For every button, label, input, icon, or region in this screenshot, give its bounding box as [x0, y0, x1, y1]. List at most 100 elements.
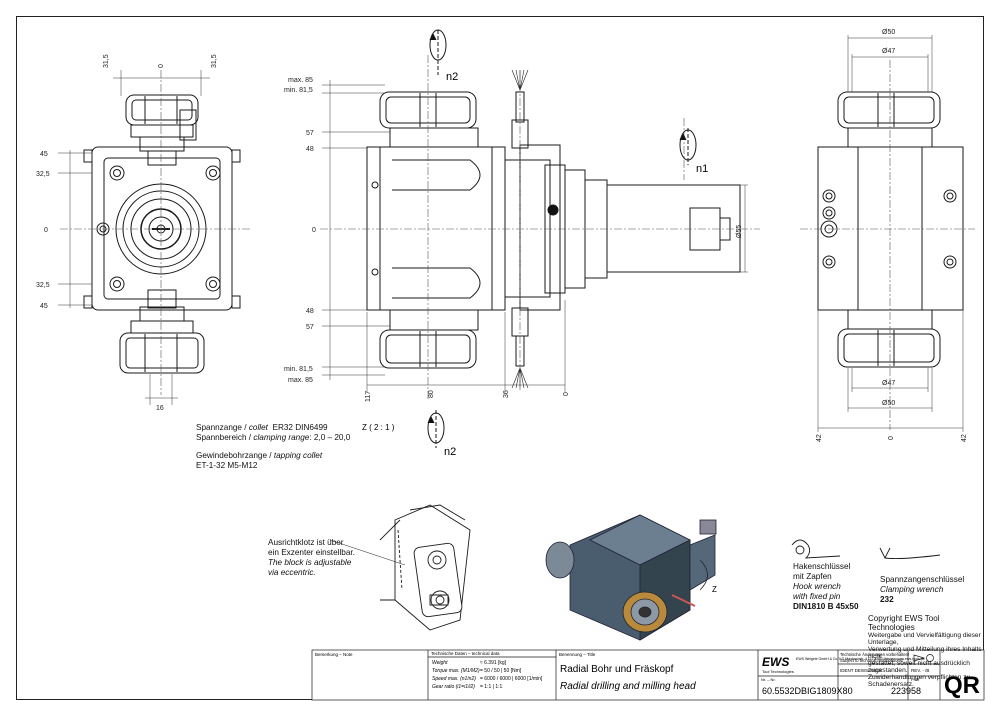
copyright-title: Copyright EWS Tool Technologies: [868, 614, 940, 632]
dim-front-left-2: 32,5: [36, 171, 50, 178]
dim-side-bottom-1: 117: [365, 391, 372, 402]
copyright-line-2: Verwertung und Mitteilung ihres Inhalts …: [868, 646, 982, 660]
dim-side-3: 57: [306, 130, 314, 137]
front-view: [83, 94, 241, 374]
dim-side-right: Ø55: [736, 225, 743, 238]
dim-side-2: min. 81,5: [284, 87, 313, 94]
dim-front-top-mid: 0: [158, 64, 165, 68]
range-value: : 2,0 – 20,0: [309, 433, 351, 442]
tb-tech-label: Technische Daten – technical data: [431, 651, 500, 656]
tb-speed: Speed max. (n1/n2): [432, 676, 476, 682]
dim-right-top-1: Ø50: [882, 29, 895, 36]
collet-label-en: collet: [248, 423, 268, 432]
tap-label-en: tapping collet: [273, 451, 323, 460]
tb-change-1: Technische Änderungen vorbehalten!: [840, 652, 909, 657]
tap-spec: ET-1-32 M5-M12: [196, 461, 258, 470]
tb-desc-label: Benennung – Title: [559, 652, 596, 657]
dim-side-5: 0: [312, 227, 316, 234]
tb-title-en: Radial drilling and milling head: [560, 681, 696, 692]
dim-side-bottom-4: 0: [563, 392, 570, 396]
range-label-en: clamping range: [253, 433, 310, 442]
rotation-arrow-n2-top: [429, 29, 447, 75]
dim-right-bot-2: Ø50: [882, 400, 895, 407]
dim-front-bottom: 16: [156, 405, 164, 412]
align-line-4: via eccentric.: [268, 568, 316, 577]
tb-torque: Torque max. (M1/M2): [432, 668, 480, 674]
side-view: [366, 69, 741, 389]
hook-line-2: mit Zapfen: [793, 572, 832, 581]
hook-line-1: Hakenschlüssel: [793, 562, 851, 571]
hook-wrench-icon: [791, 539, 841, 559]
copyright-note: Copyright EWS Tool Technologies Weiterga…: [868, 614, 982, 688]
tb-torque-val: = 50 / 50 | 50 [Nm]: [480, 668, 522, 674]
dim-front-top-left: 31,5: [103, 54, 110, 68]
dim-right-bot-1: Ø47: [882, 380, 895, 387]
hook-line-4: with fixed pin: [793, 592, 841, 601]
align-line-2: ein Exzenter einstellbar.: [268, 548, 355, 557]
tb-part-no: 60.5532DBIG1809X80: [762, 686, 853, 696]
tb-title-de: Radial Bohr und Fräskopf: [560, 664, 674, 675]
rotation-arrow-n2-bottom: [427, 410, 445, 448]
hook-line-3: Hook wrench: [793, 582, 841, 591]
tb-nr-label: Nr. – Nr.: [761, 677, 776, 682]
tb-pnr-label: PNR: [911, 677, 920, 682]
copyright-line-4: Zuwiderhandlungen verpflichten zu Schade…: [868, 674, 971, 688]
dim-side-7: 57: [306, 324, 314, 331]
isometric-render: [545, 514, 717, 641]
tb-pnr: 223958: [891, 686, 921, 696]
tb-address: EWS Weigele GmbH & Co. KG Maybachstr. 1 …: [796, 657, 925, 661]
tb-speed-val: = 6000 / 6000 | 6000 [1/min]: [480, 676, 543, 682]
label-z: Z: [712, 585, 717, 594]
collet-spec: ER32 DIN6499: [272, 423, 328, 432]
label-n2-bottom: n2: [444, 446, 456, 458]
dim-front-left-4: 32,5: [36, 282, 50, 289]
dim-side-8: min. 81,5: [284, 366, 313, 373]
tb-change-2: Subject to technical modifications!: [840, 658, 903, 663]
right-view: [817, 91, 964, 368]
dim-right-bottom-2: 0: [888, 436, 895, 440]
dim-front-left-1: 45: [40, 151, 48, 158]
tb-ratio-val: = 1:1 | 1:1: [480, 684, 503, 690]
align-line-3: The block is adjustable: [268, 558, 352, 567]
label-scale: Z ( 2 : 1 ): [362, 423, 395, 432]
align-line-1: Ausrichtklotz ist über: [268, 538, 344, 547]
clamp-line-2: Clamping wrench: [880, 585, 944, 594]
dim-side-bottom-2: 80: [428, 390, 435, 398]
alignment-note: Ausrichtklotz ist über ein Exzenter eins…: [268, 538, 355, 578]
dim-right-bottom-1: 42: [816, 434, 823, 442]
collet-label-de: Spannzange /: [196, 423, 249, 432]
tb-logo: EWS: [762, 655, 789, 669]
dim-right-top-2: Ø47: [882, 48, 895, 55]
clamping-wrench-note: Spannzangenschlüssel Clamping wrench 232: [880, 575, 964, 605]
dim-side-bottom-3: 36: [503, 390, 510, 398]
clamp-line-1: Spannzangenschlüssel: [880, 575, 965, 584]
label-n1: n1: [696, 163, 708, 175]
detail-z-view: [329, 504, 471, 631]
clamp-line-3: 232: [880, 595, 894, 604]
tb-remark-label: Bemerkung – Note: [315, 652, 353, 657]
tb-logo-sub: Tool Technologies: [762, 669, 794, 674]
dim-side-4: 48: [306, 146, 314, 153]
tb-ratio: Gear ratio (i1=i1/i2): [432, 684, 475, 690]
clamping-wrench-icon: [879, 547, 941, 560]
tb-weight: Weight: [432, 660, 448, 666]
dim-side-6: 48: [306, 308, 314, 315]
copyright-line-3: gestattet, soweit nicht ausdrücklich zug…: [868, 660, 970, 674]
hook-line-5: DIN1810 B 45x50: [793, 602, 859, 611]
dim-side-9: max. 85: [288, 377, 313, 384]
copyright-line-1: Weitergabe und Vervielfältigung dieser U…: [868, 632, 981, 646]
tb-rev: REV. - /B: [911, 668, 929, 673]
dim-right-bottom-3: 42: [961, 434, 968, 442]
dim-front-top-right: 31,5: [211, 54, 218, 68]
range-label-de: Spannbereich /: [196, 433, 254, 442]
tb-ident: IDENT DEWS/25812: [840, 668, 882, 673]
dim-side-1: max. 85: [288, 77, 313, 84]
tb-qr: QR: [944, 672, 980, 699]
collet-note: Spannzange / collet ER32 DIN6499 Spannbe…: [196, 423, 350, 471]
hook-wrench-note: Hakenschlüssel mit Zapfen Hook wrench wi…: [793, 562, 859, 612]
title-block: [311, 649, 985, 701]
tb-weight-val: ≈ 6.391 [kg]: [480, 660, 507, 666]
rotation-arrow-n1: [679, 128, 697, 165]
